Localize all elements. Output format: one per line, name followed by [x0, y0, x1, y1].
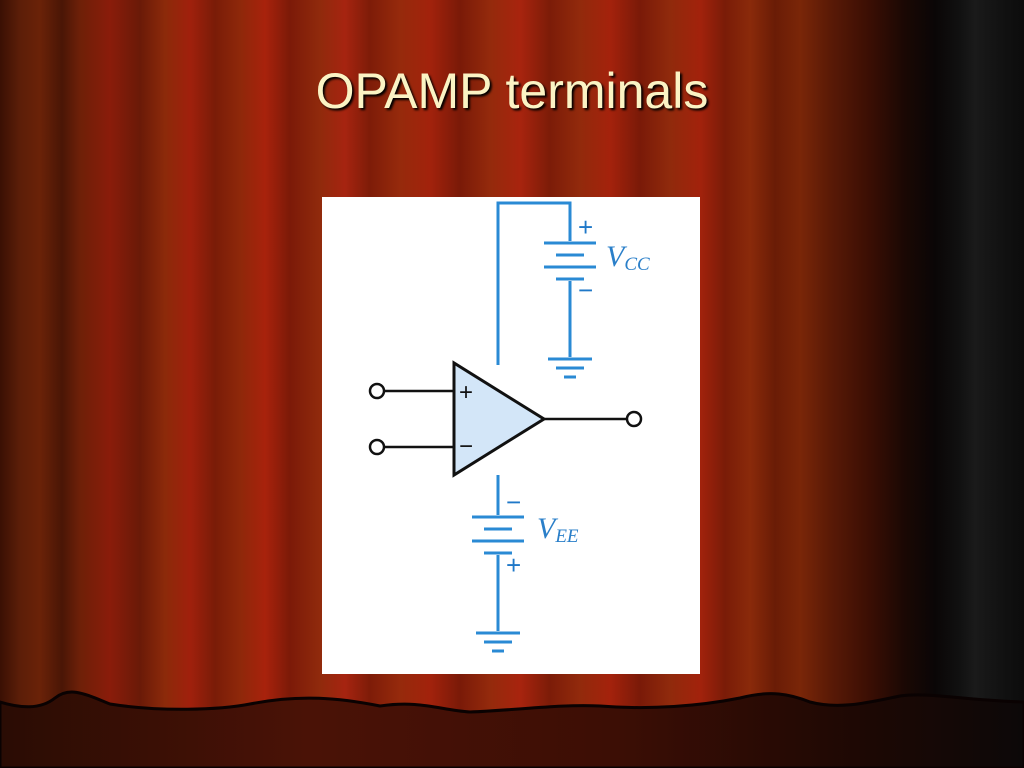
signal-leads [384, 389, 627, 449]
vcc-subscript: CC [624, 254, 650, 275]
curtain-hem [0, 690, 1024, 768]
slide-title: OPAMP terminals [315, 63, 709, 119]
vee-supply [472, 475, 524, 631]
inverting-terminal [368, 438, 386, 456]
circuit-svg [368, 201, 643, 653]
vee-minus-sign: − [506, 487, 522, 517]
vee-ground-icon [476, 631, 520, 653]
noninverting-terminal [368, 382, 386, 400]
output-terminal [625, 410, 643, 428]
vee-plus-sign: + [506, 550, 522, 580]
vcc-supply [496, 201, 596, 365]
opamp-triangle [452, 360, 547, 478]
stage-floor [0, 690, 1024, 768]
vcc-wire [496, 201, 572, 365]
vcc-label: VCC [606, 242, 650, 276]
vcc-ground-icon [548, 357, 592, 379]
vee-subscript: EE [555, 526, 579, 547]
opamp-minus-sign: − [459, 433, 474, 460]
vcc-minus-sign: − [578, 275, 594, 305]
vcc-plus-sign: + [578, 212, 594, 242]
vee-symbol: V [537, 512, 556, 545]
terminals [368, 382, 643, 456]
opamp-plus-sign: + [459, 379, 474, 406]
vcc-symbol: V [606, 240, 625, 273]
opamp-diagram: + − + − VCC − + VEE [322, 197, 700, 674]
vee-label: VEE [537, 514, 579, 548]
